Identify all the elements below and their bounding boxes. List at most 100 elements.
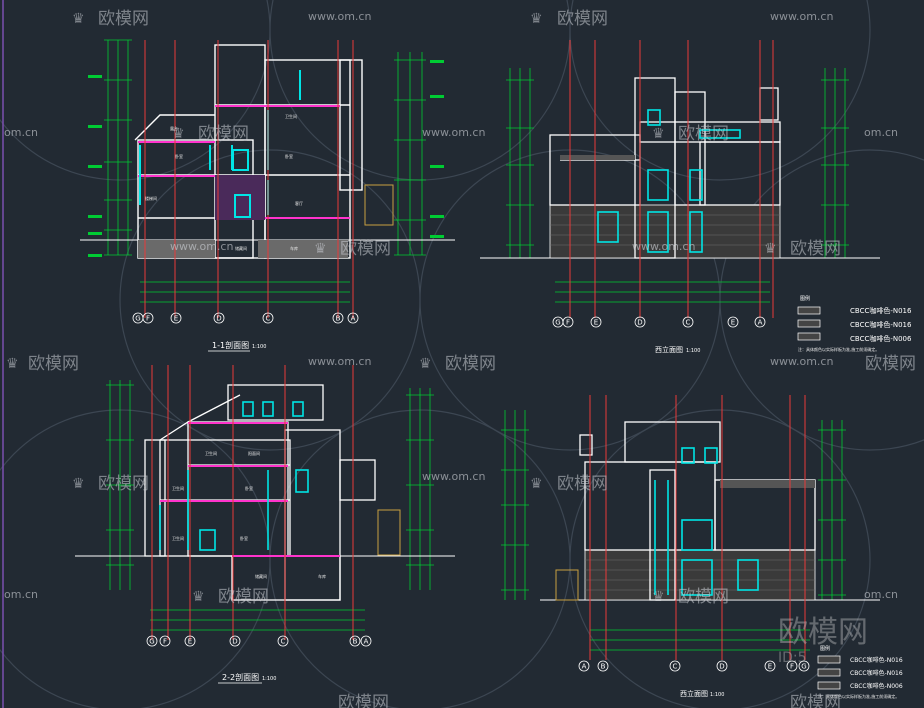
legend-item: CBCC咖啡色-N016 [850,306,912,315]
axis-label: D [719,663,724,671]
svg-text:♛: ♛ [72,476,85,492]
legend-heading: 图例 [820,645,830,652]
drawing-section-2: 卫生间阳面间 卫生间卧室 卫生间卧室 储藏间车库 G F E D C B A 2… [75,365,455,684]
axis-label: E [768,663,772,671]
watermark-brand: 欧模网 [28,354,79,374]
legend-note: 注：具体颜色以实际样板为准,施工前须确定。 [798,346,879,352]
watermark-brand: 欧模网 [557,9,608,29]
axis-label: G [135,315,140,323]
svg-text:♛: ♛ [652,126,665,142]
corner-watermark-id: ID:5 [778,650,807,666]
watermark-brand: 欧模网 [340,239,391,259]
svg-text:储藏间: 储藏间 [255,573,267,579]
watermark-url: om.cn [864,588,898,601]
drawing-scale: 1:100 [252,344,266,350]
corner-watermark-brand: 欧模网 [778,615,868,650]
watermark-url: www.om.cn [770,355,833,368]
svg-text:阳面间: 阳面间 [248,450,260,456]
drawing-elevation-2: A B C D E F G 西立面图 1:100 图例 CBCC咖啡色-N016… [501,395,903,699]
watermark-brand: 欧模网 [790,239,841,259]
watermark-url: www.om.cn [422,470,485,483]
legend-note: 注：具体颜色以实际样板为准,施工前须确定。 [818,693,899,699]
watermark-layer: 欧模网 欧模网 欧模网 欧模网 欧模网 欧模网 欧模网 欧模网 欧模网 欧模网 … [4,9,916,708]
axis-label: D [216,315,221,323]
watermark-url: www.om.cn [770,10,833,23]
watermark-brand: 欧模网 [790,693,841,708]
svg-text:♛: ♛ [419,356,432,372]
watermark-url: om.cn [4,126,38,139]
axis-label: C [281,638,286,646]
axis-label: B [353,638,358,646]
watermark-brand: 欧模网 [678,587,729,607]
watermark-brand: 欧模网 [865,354,916,374]
svg-text:♛: ♛ [192,589,205,605]
watermark-url: www.om.cn [308,355,371,368]
legend-item: CBCC咖啡色-N016 [850,656,903,664]
svg-text:储藏间: 储藏间 [235,245,247,251]
watermark-url: om.cn [864,126,898,139]
svg-text:♛: ♛ [172,126,185,142]
axis-label: A [364,638,369,646]
axis-label: B [336,315,341,323]
axis-label: G [149,638,154,646]
legend-item: CBCC咖啡色-N016 [850,320,912,329]
watermark-brand: 欧模网 [445,354,496,374]
watermark-url: www.om.cn [308,10,371,23]
axis-label: A [351,315,356,323]
legend-item: CBCC咖啡色-N006 [850,334,912,343]
svg-text:卫生间: 卫生间 [172,535,184,541]
axis-label: A [582,663,587,671]
watermark-brand: 欧模网 [338,693,389,708]
svg-text:楼梯间: 楼梯间 [145,195,157,201]
axis-label: E [594,319,598,327]
watermark-brand: 欧模网 [98,9,149,29]
svg-text:♛: ♛ [764,241,777,257]
axis-label: E [188,638,192,646]
axis-label: C [686,319,691,327]
legend-item: CBCC咖啡色-N016 [850,669,903,677]
svg-text:卧室: 卧室 [285,153,293,159]
watermark-url: om.cn [4,588,38,601]
watermark-brand: 欧模网 [198,124,249,144]
svg-text:♛: ♛ [530,11,543,27]
axis-label: F [790,663,794,671]
drawing-scale: 1:100 [262,676,276,682]
drawing-title: 西立面图 [655,345,683,354]
svg-text:♛: ♛ [314,241,327,257]
drawing-elevation-1: G F E D C E A 西立面图 1:100 图例 CBCC咖啡色-N016… [480,40,912,354]
legend-item: CBCC咖啡色-N006 [850,682,903,690]
axis-label: E [731,319,735,327]
axis-label: F [566,319,570,327]
svg-text:车库: 车库 [318,573,326,579]
svg-text:客厅: 客厅 [295,200,303,206]
axis-label: C [673,663,678,671]
svg-text:露台: 露台 [170,125,178,131]
axis-label: B [601,663,606,671]
svg-text:♛: ♛ [72,11,85,27]
drawing-title: 2-2剖面图 [222,672,259,682]
svg-text:♛: ♛ [530,476,543,492]
svg-text:卫生间: 卫生间 [172,485,184,491]
svg-text:卧室: 卧室 [245,485,253,491]
axis-label: E [174,315,178,323]
axis-label: D [232,638,237,646]
watermark-url: www.om.cn [422,126,485,139]
watermark-brand: 欧模网 [98,474,149,494]
drawing-scale: 1:100 [710,692,724,698]
legend-heading: 图例 [800,295,810,302]
axis-label: A [758,319,763,327]
svg-text:卫生间: 卫生间 [205,450,217,456]
watermark-url: www.om.cn [170,240,233,253]
svg-text:卧室: 卧室 [175,153,183,159]
drawing-title: 1-1剖面图 [212,340,249,350]
watermark-brand: 欧模网 [557,474,608,494]
axis-label: G [555,319,560,327]
axis-label: D [637,319,642,327]
svg-text:卧室: 卧室 [240,535,248,541]
svg-text:♛: ♛ [6,356,19,372]
watermark-url: www.om.cn [632,240,695,253]
